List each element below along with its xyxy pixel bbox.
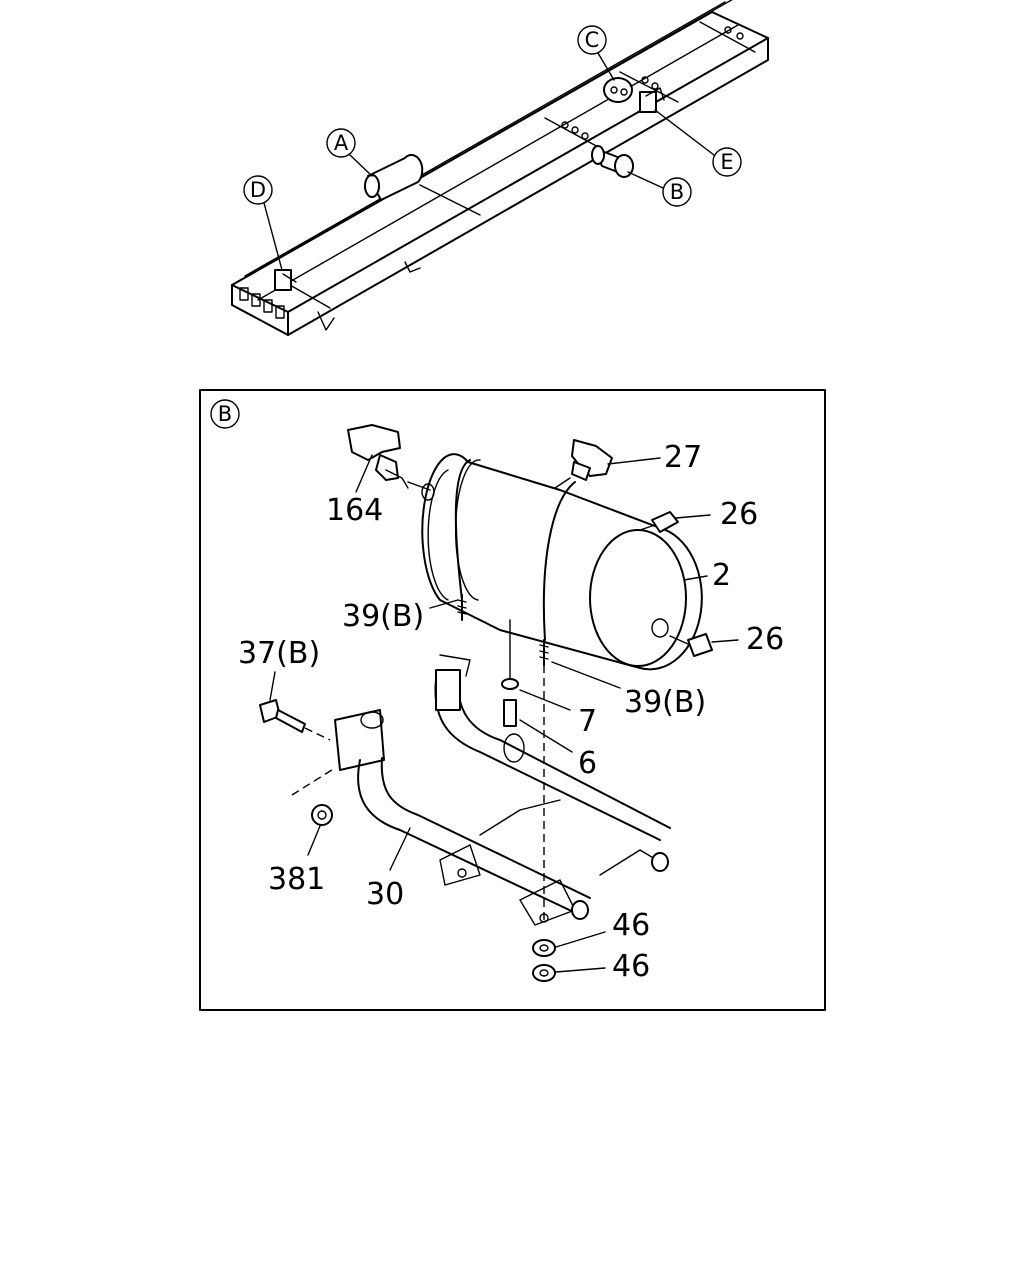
component-c (603, 77, 633, 103)
nut-381 (291, 767, 336, 826)
chassis-frame (231, 0, 769, 336)
part-label-7: 7 (578, 704, 597, 739)
leader-lines (269, 454, 739, 973)
bracket-30 (334, 654, 671, 926)
callout-b-letter: B (670, 180, 684, 204)
part-labels: 164 27 26 2 26 39(B) 39(B) 37(B) 7 6 381… (238, 440, 784, 984)
part-label-2: 2 (712, 558, 731, 593)
u-bolt-39a (457, 594, 467, 621)
part-label-26b: 26 (746, 622, 784, 657)
small-fittings (317, 261, 421, 331)
callout-a-letter: A (334, 131, 349, 155)
part-label-26a: 26 (720, 497, 758, 532)
air-tank (421, 453, 703, 671)
callout-c: C (577, 25, 615, 81)
part-label-381: 381 (268, 862, 325, 897)
part-label-37b: 37(B) (238, 636, 320, 671)
part-label-164: 164 (326, 493, 383, 528)
u-bolt-39b (539, 639, 549, 925)
callout-c-letter: C (585, 28, 600, 52)
callout-a: A (326, 128, 373, 177)
part-label-46b: 46 (612, 949, 650, 984)
plug-26b (669, 633, 713, 657)
washer-7 (501, 619, 519, 690)
callout-b: B (627, 171, 692, 207)
part-label-39a: 39(B) (342, 599, 424, 634)
elbow-fitting-27 (554, 439, 613, 489)
component-e (639, 87, 665, 113)
callout-d-letter: D (250, 178, 266, 202)
svg-text:B: B (218, 402, 232, 426)
component-d (274, 269, 297, 291)
part-label-39b: 39(B) (624, 685, 706, 720)
callout-e-letter: E (720, 150, 733, 174)
part-label-46a: 46 (612, 908, 650, 943)
drain-valve-6 (503, 699, 525, 763)
detail-view-label: B (210, 399, 240, 429)
elbow-fitting-164 (347, 424, 431, 491)
callout-e: E (654, 109, 742, 177)
callout-d: D (243, 175, 283, 271)
part-label-30: 30 (366, 877, 404, 912)
air-tank-a (364, 153, 424, 201)
nut-46a (532, 939, 556, 957)
part-label-6: 6 (578, 746, 597, 781)
plug-26a (639, 511, 679, 533)
nut-46b (532, 964, 556, 982)
part-label-27: 27 (664, 440, 702, 475)
bolt-37b (259, 699, 331, 741)
detail-frame (199, 389, 826, 1011)
air-tank-b (591, 145, 634, 178)
